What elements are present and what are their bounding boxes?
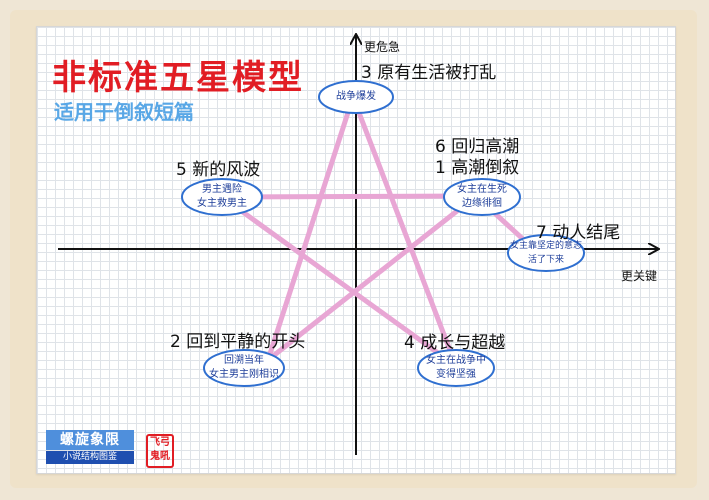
brand-seal: 飞弓 鬼吼 — [146, 434, 174, 468]
node-note-4: 女主在战争中 变得坚强 — [426, 355, 486, 380]
node-label-1: 1 高潮倒叙 — [435, 158, 520, 178]
node-label-5: 5 新的风波 — [176, 160, 261, 180]
node-note-2: 回溯当年 女主男主刚相识 — [209, 355, 279, 380]
page-title: 非标准五星模型 — [52, 58, 304, 98]
node-label-7: 7 动人结尾 — [536, 223, 621, 243]
y-axis-label: 更危急 — [364, 40, 401, 54]
node-note-7: 女主靠坚定的意志 活了下来 — [509, 241, 582, 265]
star-edge — [219, 193, 479, 200]
node-ellipse-2 — [203, 349, 285, 387]
star-edge — [265, 94, 356, 363]
node-ellipse-5 — [181, 178, 263, 216]
node-ellipse-3 — [318, 80, 394, 114]
node-ellipse-7 — [507, 234, 585, 272]
node-label-3: 3 原有生活被打乱 — [361, 63, 497, 83]
node-label-4: 4 成长与超越 — [404, 333, 506, 353]
node-label-2: 2 回到平静的开头 — [170, 332, 306, 352]
node-note-3: 战争爆发 — [336, 91, 376, 102]
node-label-6: 6 回归高潮 — [435, 137, 520, 157]
x-axis-label: 更关键 — [621, 269, 658, 283]
node-note-6: 女主在生死 边缘徘徊 — [457, 184, 507, 209]
node-note-5: 男主遇险 女主救男主 — [197, 184, 247, 209]
brand-logo: 螺旋象限 小说结构图鉴 — [46, 430, 134, 464]
node-ellipse-4 — [417, 349, 495, 387]
star-edge — [350, 94, 459, 369]
star-edge — [219, 194, 459, 369]
node-ellipse-6 — [443, 178, 521, 216]
star-edge — [265, 193, 479, 363]
page-subtitle: 适用于倒叙短篇 — [54, 100, 194, 124]
